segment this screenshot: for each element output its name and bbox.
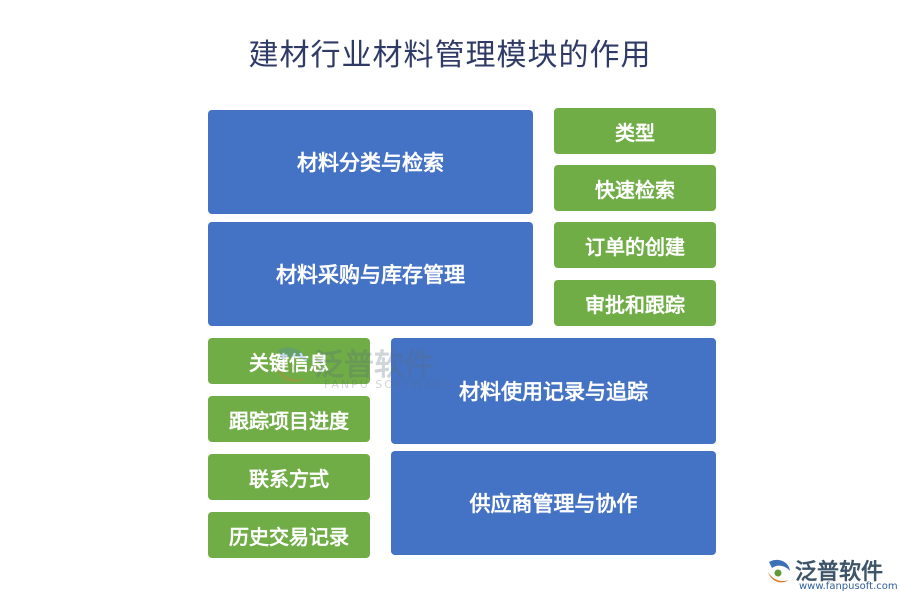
key-info-block: 关键信息: [208, 338, 370, 384]
order-creation-block: 订单的创建: [554, 222, 716, 268]
order-creation-label: 订单的创建: [585, 234, 685, 259]
watermark: 泛普软件 FANPU SOFTWARE: [272, 338, 482, 398]
supplier-management-block: 供应商管理与协作: [391, 451, 716, 555]
brand-logo-text: 泛普软件: [795, 560, 884, 585]
watermark-brand: 泛普软件: [314, 348, 434, 383]
type-block: 类型: [554, 108, 716, 154]
contact-info-block: 联系方式: [208, 454, 370, 500]
quick-search-block: 快速检索: [554, 165, 716, 211]
transaction-history-block: 历史交易记录: [208, 512, 370, 558]
quick-search-label: 快速检索: [595, 177, 675, 202]
watermark-sub: FANPU SOFTWARE: [324, 378, 453, 391]
key-info-label: 关键信息: [249, 350, 329, 375]
usage-tracking-block: 材料使用记录与追踪: [391, 338, 716, 444]
brand-logo-url: www.fanpusoft.com: [799, 581, 898, 592]
contact-info-label: 联系方式: [249, 466, 329, 491]
approval-tracking-label: 审批和跟踪: [585, 292, 685, 317]
brand-logo-icon: [768, 559, 790, 583]
materials-procurement-block: 材料采购与库存管理: [208, 222, 533, 326]
brand-logo: 泛普软件 www.fanpusoft.com: [765, 552, 898, 597]
type-label: 类型: [615, 120, 655, 145]
materials-classification-block: 材料分类与检索: [208, 110, 533, 214]
page-title: 建材行业材料管理模块的作用: [248, 38, 652, 73]
materials-procurement-label: 材料采购与库存管理: [276, 262, 465, 287]
project-progress-label: 跟踪项目进度: [229, 408, 349, 433]
approval-tracking-block: 审批和跟踪: [554, 280, 716, 326]
watermark-logo-icon: [276, 347, 308, 382]
usage-tracking-label: 材料使用记录与追踪: [459, 379, 648, 404]
project-progress-block: 跟踪项目进度: [208, 396, 370, 442]
materials-classification-label: 材料分类与检索: [297, 150, 444, 175]
transaction-history-label: 历史交易记录: [229, 524, 349, 549]
supplier-management-label: 供应商管理与协作: [469, 491, 638, 516]
